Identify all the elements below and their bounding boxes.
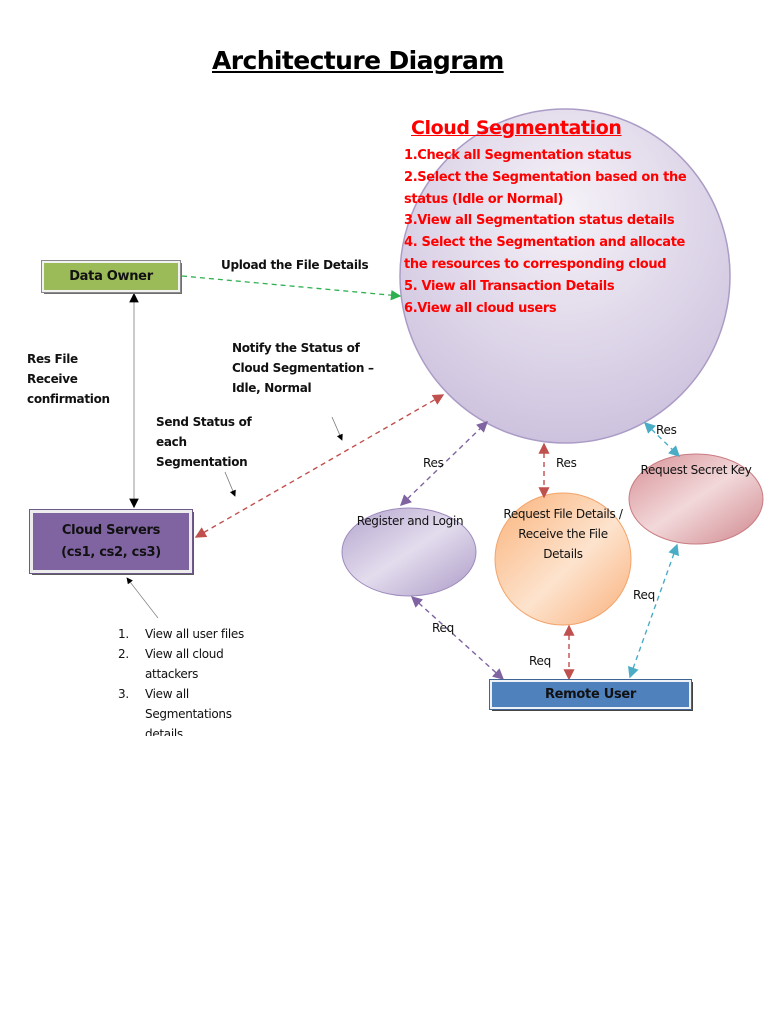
send-status-label: Send Status of each Segmentation (156, 415, 252, 469)
register-req-label: Req (432, 621, 454, 635)
list-text: View all cloud attackers (145, 647, 224, 681)
upload-arrow (181, 275, 402, 301)
register-res-label: Res (423, 456, 444, 470)
key-req-arrow (628, 543, 679, 679)
list-item: 1. View all user files (118, 624, 248, 644)
segmentation-item: 1.Check all Segmentation status (404, 148, 632, 163)
res-file-label: Res File Receive confirmation (27, 352, 110, 406)
segmentation-status-arrow (194, 394, 445, 538)
register-login-label: Register and Login (356, 514, 464, 528)
key-res-label: Res (656, 423, 677, 437)
cloud-servers-box: Cloud Servers (cs1, cs2, cs3) (29, 509, 193, 574)
cloud-segmentation-node (399, 108, 731, 444)
list-number: 2. (118, 647, 129, 661)
request-file-label: Request File Details / Receive the File … (503, 507, 623, 561)
list-text: View all user files (145, 627, 244, 641)
list-item: 3. View all Segmentations details (118, 684, 248, 736)
cs-list-pointer-arrow (126, 577, 159, 619)
list-number: 3. (118, 687, 129, 701)
remote-user-box: Remote User (489, 679, 692, 710)
upload-label: Upload the File Details (221, 258, 369, 272)
segmentation-item: 6.View all cloud users (404, 300, 557, 316)
segmentation-item: 4. Select the Segmentation and allocate … (404, 235, 686, 272)
data-owner-box: Data Owner (41, 260, 181, 293)
list-item: 2. View all cloud attackers (118, 644, 248, 684)
request-key-label: Request Secret Key (640, 463, 752, 477)
segmentation-item: 2.Select the Segmentation based on the s… (404, 169, 687, 207)
file-req-label: Req (529, 654, 551, 668)
request-key-node (628, 453, 764, 545)
notify-label: Notify the Status of Cloud Segmentation … (232, 341, 374, 395)
cloud-server-functions-list: 1. View all user files 2. View all cloud… (118, 624, 248, 736)
send-status-pointer-arrow (224, 471, 236, 497)
page-title: Architecture Diagram (212, 46, 504, 75)
key-res-arrow (643, 422, 681, 457)
file-res-label: Res (556, 456, 577, 470)
key-req-label: Req (633, 588, 655, 602)
cloud-segmentation-list: 1.Check all Segmentation status 2.Select… (404, 145, 709, 319)
notify-pointer-arrow (331, 416, 343, 441)
list-number: 1. (118, 627, 129, 641)
cloud-segmentation-title: Cloud Segmentation (411, 117, 622, 139)
segmentation-item: 3.View all Segmentation status details (404, 213, 675, 229)
segmentation-item: 5. View all Transaction Details (404, 278, 615, 294)
register-req-arrow (410, 596, 505, 680)
register-res-arrow (399, 421, 489, 506)
list-text: View all Segmentations details (145, 687, 232, 736)
